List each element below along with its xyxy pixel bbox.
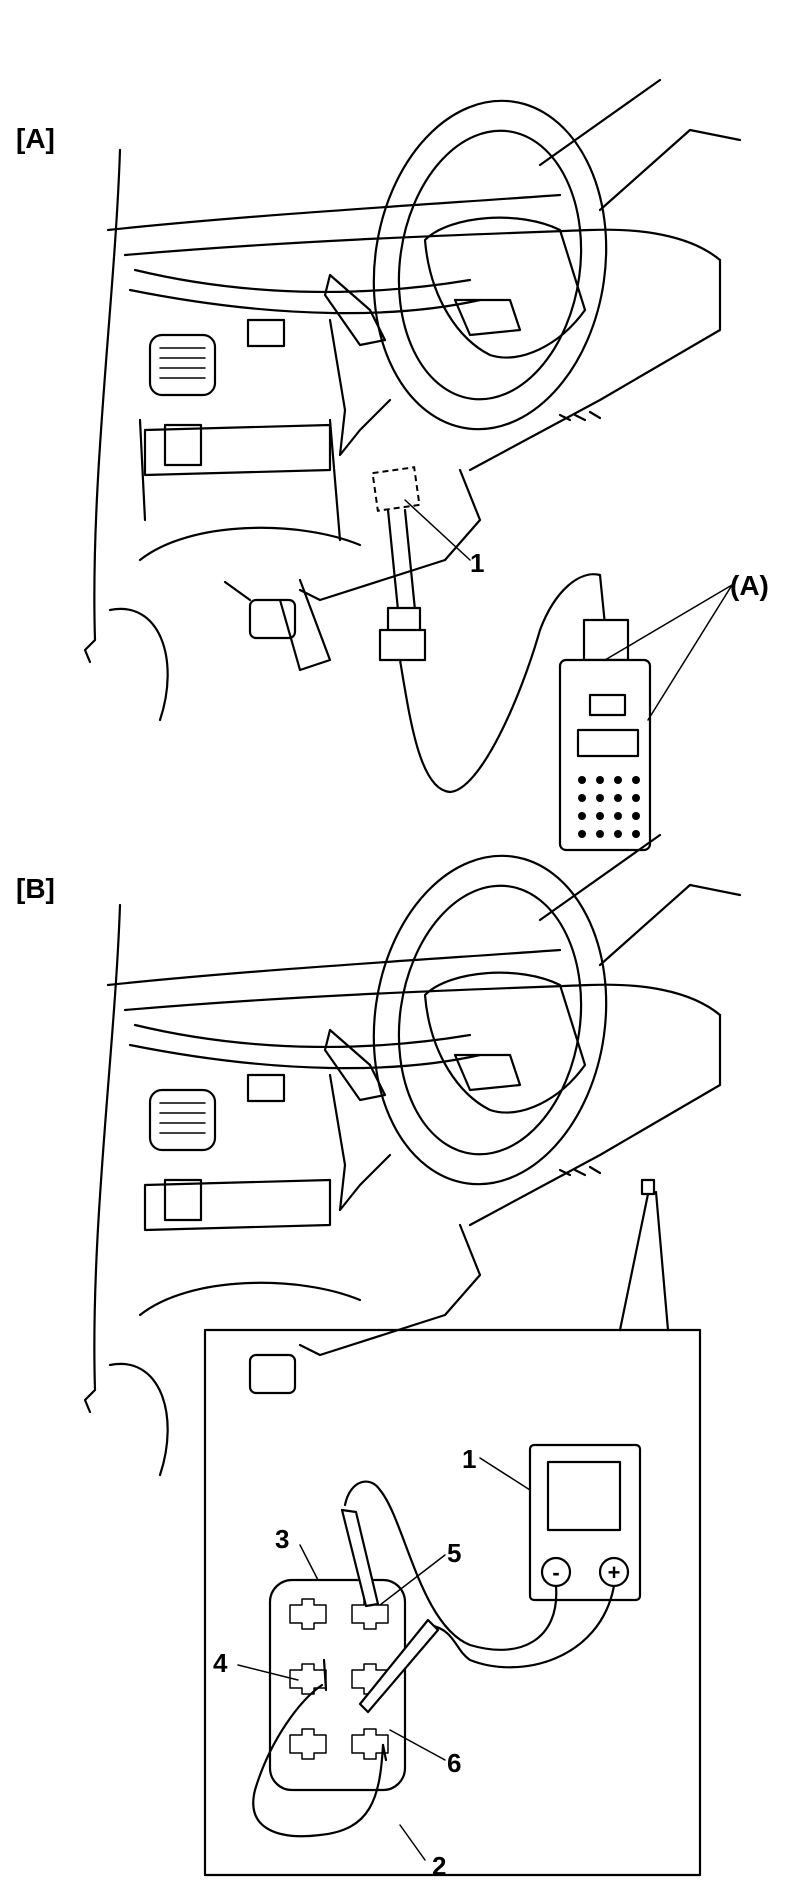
keypad-a [578, 776, 640, 838]
plus-symbol: + [608, 1560, 621, 1585]
diagnostic-connector-a [371, 466, 607, 794]
panel-a-label: [A] [16, 123, 55, 154]
callout-1-b: 1 [462, 1444, 476, 1474]
callout-1-a: 1 [470, 548, 484, 578]
detail-box-b: - + 1 2 3 4 5 [203, 1328, 702, 1881]
leader-3-b [299, 1544, 319, 1581]
callout-5-b: 5 [447, 1538, 461, 1568]
relay-block [268, 1578, 407, 1792]
callout-3-b: 3 [275, 1524, 289, 1554]
minus-symbol: - [552, 1560, 559, 1585]
callout-tool-a: (A) [730, 570, 769, 601]
panel-a: [A] [16, 78, 769, 852]
panel-b: [B] [16, 833, 742, 1881]
probe-leads [252, 1480, 616, 1838]
leader-4-b [237, 1664, 299, 1681]
leader-tool-a [604, 584, 733, 721]
dashboard-a [83, 78, 742, 722]
dashboard-b [83, 833, 742, 1477]
leader-1-a [404, 499, 471, 561]
callout-6-b: 6 [447, 1748, 461, 1778]
leader-1-b [479, 1457, 531, 1491]
leader-2-b [399, 1824, 426, 1861]
callout-4-b: 4 [213, 1648, 228, 1678]
steering-wheel-b [372, 854, 608, 1186]
relay-location-b [618, 1178, 670, 1332]
callout-2-b: 2 [432, 1851, 446, 1881]
leader-5-b [379, 1554, 446, 1606]
steering-wheel-a [372, 99, 608, 431]
leader-6-b [389, 1729, 446, 1761]
panel-b-label: [B] [16, 873, 55, 904]
scan-tool-a [558, 618, 652, 852]
ohmmeter: - + [528, 1443, 642, 1602]
